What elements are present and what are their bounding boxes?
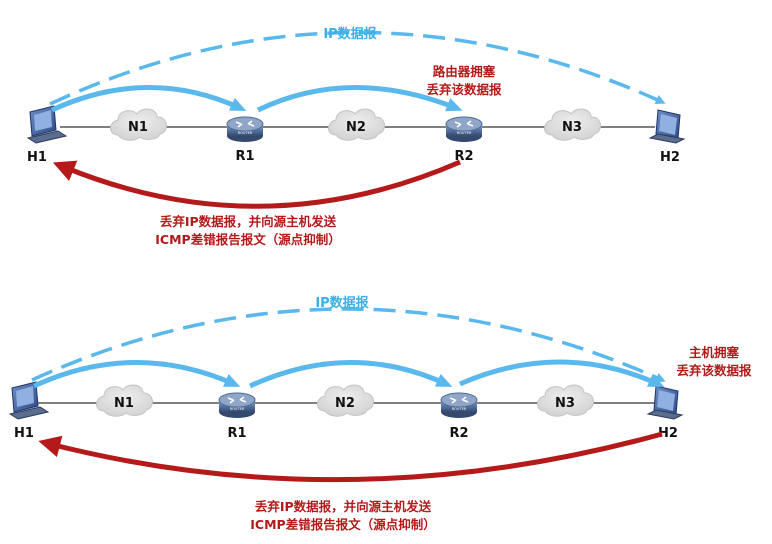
router-icon: ROUTER [440, 392, 478, 418]
host-label-h2: H2 [658, 426, 678, 441]
icmp-note-line2: ICMP差错报告报文（源点抑制） [155, 232, 340, 247]
router-icon: ROUTER [445, 116, 483, 142]
icmp-note-line1: 丢弃IP数据报，并向源主机发送 [160, 214, 337, 229]
network-cloud-n1: N1 [110, 108, 167, 141]
network-label-n3: N3 [555, 396, 575, 411]
ip-datagram-dashed-arrow [31, 307, 666, 383]
computer-icon [646, 385, 684, 420]
host-label-h2: H2 [660, 150, 680, 165]
cloud-icon [110, 108, 167, 141]
host-h1[interactable]: H1 [8, 381, 50, 441]
router-badge: ROUTER [238, 131, 253, 135]
network-cloud-n3: N3 [537, 384, 594, 417]
host-label-h1: H1 [27, 150, 47, 165]
congestion-note-line2: 丢弃该数据报 [426, 82, 502, 97]
icmp-note-line1: 丢弃IP数据报，并向源主机发送 [255, 499, 432, 514]
hop-arrow-h1-r1 [32, 360, 241, 389]
ip-datagram-label: IP数据报 [323, 26, 377, 42]
congestion-note-line1: 路由器拥塞 [433, 64, 496, 79]
router-badge: ROUTER [452, 407, 467, 411]
network-label-n3: N3 [562, 120, 582, 135]
network-label-n1: N1 [114, 396, 134, 411]
hop-arrow-r1-r2 [256, 85, 463, 113]
cloud-icon [544, 108, 601, 141]
hop-arrow-r1-r2 [248, 360, 453, 389]
router-icon: ROUTER [226, 116, 264, 142]
network-cloud-n1: N1 [96, 384, 153, 417]
host-h1[interactable]: H1 [26, 105, 68, 165]
host-h2[interactable]: H2 [648, 109, 686, 165]
ip-datagram-dashed-arrow [49, 30, 666, 106]
cloud-icon [537, 384, 594, 417]
computer-icon [26, 105, 68, 144]
router-r2[interactable]: ROUTER R2 [440, 392, 478, 441]
congestion-note-line2: 丢弃该数据报 [676, 363, 752, 378]
computer-icon [648, 109, 686, 144]
computer-icon [8, 381, 50, 420]
network-cloud-n2: N2 [328, 108, 385, 141]
cloud-icon [317, 384, 374, 417]
icmp-note-line2: ICMP差错报告报文（源点抑制） [250, 517, 435, 532]
router-badge: ROUTER [230, 407, 245, 411]
router-icon: ROUTER [218, 392, 256, 418]
hop-arrow-r2-h2 [458, 359, 665, 387]
router-r1[interactable]: ROUTER R1 [218, 392, 256, 441]
diagram-bottom: N1 N2 N3 H1 H2 [8, 295, 752, 532]
icmp-return-arrow [52, 159, 461, 209]
icmp-return-arrow [38, 431, 663, 483]
congestion-note-line1: 主机拥塞 [689, 345, 740, 360]
host-h2[interactable]: H2 [646, 385, 684, 441]
router-label-r1: R1 [227, 426, 246, 441]
network-label-n1: N1 [128, 120, 148, 135]
ip-datagram-label: IP数据报 [315, 295, 369, 311]
host-label-h1: H1 [14, 426, 34, 441]
network-cloud-n2: N2 [317, 384, 374, 417]
cloud-icon [96, 384, 153, 417]
network-label-n2: N2 [335, 396, 355, 411]
network-label-n2: N2 [346, 120, 366, 135]
network-cloud-n3: N3 [544, 108, 601, 141]
router-label-r1: R1 [235, 149, 254, 164]
router-badge: ROUTER [457, 131, 472, 135]
router-r1[interactable]: ROUTER R1 [226, 116, 264, 164]
hop-arrow-h1-r1 [50, 85, 247, 113]
diagram-top: N1 N2 N3 H1 H2 [26, 26, 686, 247]
router-label-r2: R2 [449, 426, 468, 441]
router-r2[interactable]: ROUTER R2 [445, 116, 483, 164]
cloud-icon [328, 108, 385, 141]
